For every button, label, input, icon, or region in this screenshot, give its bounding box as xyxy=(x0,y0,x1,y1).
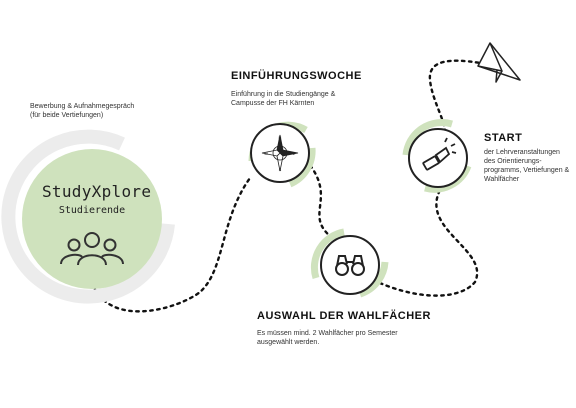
start-heading: START xyxy=(484,132,523,144)
intro-week-green-arc-2 xyxy=(288,147,316,188)
intro-text: Bewerbung & Aufnahmegespräch (für beide … xyxy=(30,102,134,120)
start-text: der Lehrveranstaltungen des Orientierung… xyxy=(484,148,569,184)
main-title: StudyXplore xyxy=(42,182,152,201)
start-line-1: der Lehrveranstaltungen xyxy=(484,149,560,156)
compass-icon: N S W E xyxy=(261,134,299,172)
svg-text:S: S xyxy=(279,167,282,172)
intro-line-1: Bewerbung & Aufnahmegespräch xyxy=(30,103,135,110)
electives-line-1: Es müssen mind. 2 Wahlfächer pro Semeste… xyxy=(257,330,398,337)
electives-node xyxy=(310,228,389,298)
people-group-icon xyxy=(60,232,124,266)
electives-green-arc-2 xyxy=(358,261,389,298)
main-subtitle: Studierende xyxy=(58,205,126,216)
intro-line-2: (für beide Vertiefungen) xyxy=(30,112,104,119)
intro-week-line-1: Einführung in die Studiengänge & xyxy=(231,91,336,98)
start-line-3: programms, Vertiefungen & xyxy=(484,167,570,174)
main-green-circle xyxy=(22,149,162,289)
intro-week-text: Einführung in die Studiengänge & Campuss… xyxy=(231,90,335,108)
start-green-arc xyxy=(402,119,453,156)
start-line-2: des Orientierungs- xyxy=(484,158,542,165)
electives-line-2: ausgewählt werden. xyxy=(257,339,320,346)
electives-text: Es müssen mind. 2 Wahlfächer pro Semeste… xyxy=(257,329,398,347)
main-node xyxy=(1,129,175,304)
svg-text:E: E xyxy=(293,151,296,156)
main-gray-arc xyxy=(1,129,175,304)
journey-path xyxy=(90,59,482,313)
intro-week-line-2: Campusse der FH Kärnten xyxy=(231,100,315,107)
binoculars-icon xyxy=(335,255,365,276)
start-green-arc-2 xyxy=(424,164,472,193)
electives-heading: AUSWAHL DER WAHLFÄCHER xyxy=(257,310,431,322)
svg-text:N: N xyxy=(279,135,282,140)
electives-green-arc xyxy=(310,228,345,280)
svg-text:W: W xyxy=(264,151,268,156)
paper-plane-icon xyxy=(477,42,521,83)
flashlight-icon xyxy=(422,137,457,171)
start-node xyxy=(402,119,472,193)
start-line-4: Wahlfächer xyxy=(484,176,520,183)
intro-week-heading: EINFÜHRUNGSWOCHE xyxy=(231,70,362,82)
intro-week-node: N S W E xyxy=(248,121,316,188)
